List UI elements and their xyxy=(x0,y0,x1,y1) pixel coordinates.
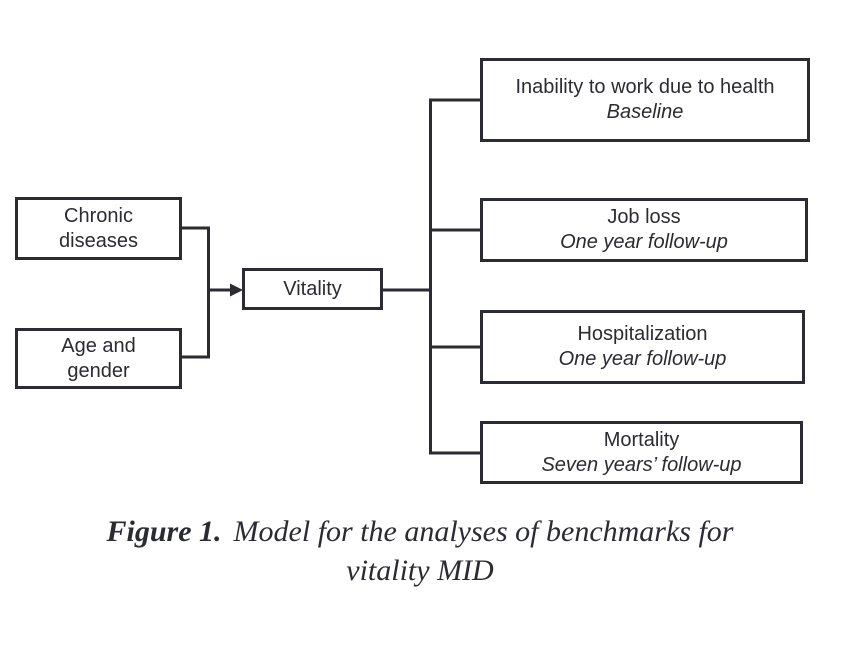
node-outcome-job-loss: Job loss One year follow-up xyxy=(480,198,808,262)
arrowhead-icon xyxy=(230,283,243,297)
node-age-gender: Age and gender xyxy=(15,328,182,389)
node-label-line: Age and xyxy=(61,334,136,357)
outcome-title: Inability to work due to health xyxy=(515,76,775,98)
node-outcome-hospitalization: Hospitalization One year follow-up xyxy=(480,310,805,384)
node-label-line: Chronic xyxy=(64,204,133,227)
figure-caption-text-line1: Model for the analyses of benchmarks for xyxy=(233,515,734,548)
outcome-title: Hospitalization xyxy=(577,323,708,345)
outcome-timing: Baseline xyxy=(606,101,684,123)
outcome-title: Job loss xyxy=(607,206,681,228)
figure-caption: Figure 1. Model for the analyses of bench… xyxy=(20,512,820,590)
outcome-title: Mortality xyxy=(603,428,680,451)
node-label-line: gender xyxy=(67,359,130,382)
outcome-timing: One year follow-up xyxy=(560,231,728,253)
outcome-timing: One year follow-up xyxy=(558,348,727,370)
node-outcome-mortality: Mortality Seven years’ follow-up xyxy=(480,421,803,484)
node-vitality: Vitality xyxy=(242,268,383,310)
node-label-line: diseases xyxy=(59,229,138,252)
outcome-timing: Seven years’ follow-up xyxy=(541,453,742,476)
node-outcome-inability-to-work: Inability to work due to health Baseline xyxy=(480,58,810,142)
figure-caption-label: Figure 1. xyxy=(106,515,222,548)
figure-caption-text-line2: vitality MID xyxy=(346,554,494,587)
node-chronic-diseases: Chronic diseases xyxy=(15,197,182,260)
node-label-line: Vitality xyxy=(283,277,342,300)
